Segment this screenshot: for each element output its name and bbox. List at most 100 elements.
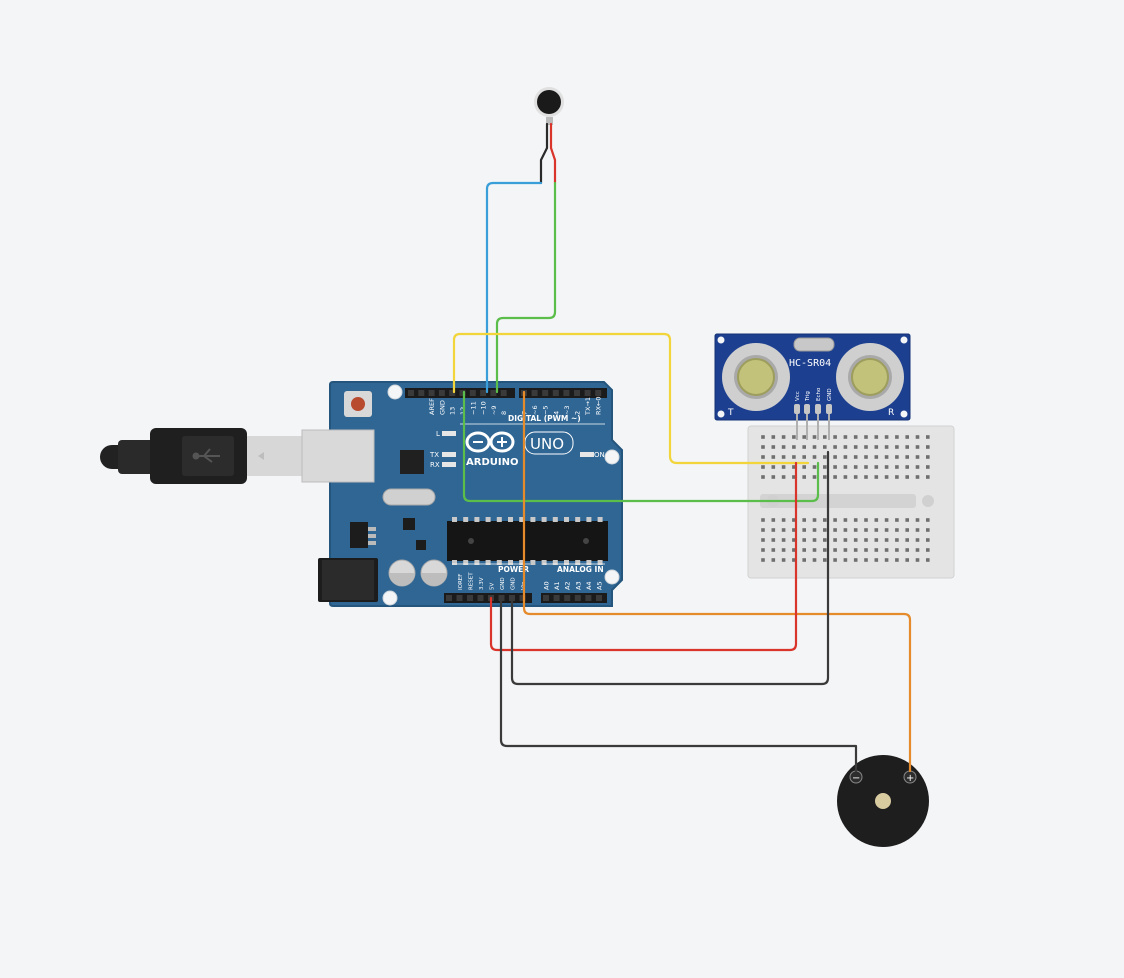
wire-green-motor-pin9[interactable]: [495, 181, 557, 394]
breadboard-hole[interactable]: [761, 558, 765, 562]
breadboard-hole[interactable]: [843, 435, 848, 439]
breadboard-hole[interactable]: [895, 455, 899, 459]
breadboard-hole[interactable]: [781, 528, 786, 532]
header-pin-hole[interactable]: [595, 390, 602, 396]
breadboard-hole[interactable]: [761, 518, 765, 522]
breadboard-hole[interactable]: [864, 528, 868, 532]
breadboard-hole[interactable]: [833, 445, 837, 449]
breadboard-hole[interactable]: [812, 548, 817, 552]
breadboard-hole[interactable]: [792, 548, 796, 552]
breadboard-hole[interactable]: [853, 528, 858, 532]
breadboard-hole[interactable]: [895, 548, 899, 552]
breadboard-hole[interactable]: [771, 538, 776, 542]
breadboard-hole[interactable]: [915, 518, 920, 522]
breadboard-hole[interactable]: [812, 538, 817, 542]
breadboard-hole[interactable]: [915, 445, 920, 449]
breadboard-hole[interactable]: [884, 435, 889, 439]
breadboard-hole[interactable]: [833, 538, 837, 542]
breadboard-hole[interactable]: [812, 435, 817, 439]
breadboard-hole[interactable]: [802, 528, 806, 532]
header-pin-hole[interactable]: [490, 390, 497, 396]
breadboard-hole[interactable]: [833, 455, 837, 459]
breadboard-hole[interactable]: [853, 558, 858, 562]
breadboard-hole[interactable]: [874, 455, 879, 459]
breadboard-hole[interactable]: [823, 455, 827, 459]
breadboard-hole[interactable]: [792, 445, 796, 449]
breadboard-hole[interactable]: [843, 518, 848, 522]
header-pin-hole[interactable]: [467, 595, 473, 601]
breadboard-hole[interactable]: [926, 465, 930, 469]
breadboard-hole[interactable]: [771, 455, 776, 459]
breadboard-hole[interactable]: [884, 528, 889, 532]
breadboard-hole[interactable]: [833, 435, 837, 439]
breadboard-hole[interactable]: [864, 518, 868, 522]
breadboard-hole[interactable]: [926, 455, 930, 459]
breadboard-hole[interactable]: [843, 455, 848, 459]
breadboard-hole[interactable]: [874, 435, 879, 439]
breadboard-hole[interactable]: [802, 445, 806, 449]
breadboard-hole[interactable]: [761, 475, 765, 479]
header-pin-hole[interactable]: [596, 595, 602, 601]
wire-green-pin12-echo[interactable]: [462, 390, 820, 503]
breadboard-hole[interactable]: [874, 528, 879, 532]
breadboard-hole[interactable]: [812, 558, 817, 562]
breadboard-hole[interactable]: [864, 558, 868, 562]
breadboard-hole[interactable]: [884, 455, 889, 459]
usb-cable[interactable]: [100, 428, 303, 484]
breadboard-hole[interactable]: [833, 475, 837, 479]
reset-button-cap[interactable]: [351, 397, 365, 411]
breadboard-hole[interactable]: [833, 465, 837, 469]
breadboard-hole[interactable]: [926, 558, 930, 562]
breadboard-hole[interactable]: [864, 455, 868, 459]
piezo-buzzer[interactable]: − +: [837, 755, 929, 847]
breadboard-hole[interactable]: [781, 558, 786, 562]
breadboard-hole[interactable]: [874, 538, 879, 542]
breadboard-hole[interactable]: [926, 528, 930, 532]
header-pin-hole[interactable]: [428, 390, 435, 396]
breadboard-hole[interactable]: [884, 538, 889, 542]
header-pin-hole[interactable]: [552, 390, 559, 396]
breadboard-hole[interactable]: [833, 528, 837, 532]
breadboard-hole[interactable]: [802, 548, 806, 552]
breadboard-hole[interactable]: [884, 465, 889, 469]
breadboard-hole[interactable]: [812, 445, 817, 449]
breadboard-hole[interactable]: [823, 528, 827, 532]
breadboard-hole[interactable]: [915, 558, 920, 562]
breadboard-hole[interactable]: [864, 475, 868, 479]
header-pin-hole[interactable]: [553, 595, 560, 601]
breadboard-hole[interactable]: [843, 538, 848, 542]
breadboard-hole[interactable]: [853, 435, 858, 439]
breadboard-hole[interactable]: [781, 455, 786, 459]
breadboard-hole[interactable]: [874, 445, 879, 449]
breadboard-hole[interactable]: [915, 435, 920, 439]
header-pin-hole[interactable]: [584, 390, 591, 396]
breadboard-hole[interactable]: [812, 475, 817, 479]
breadboard-hole[interactable]: [823, 558, 827, 562]
breadboard-hole[interactable]: [771, 465, 776, 469]
breadboard-hole[interactable]: [853, 548, 858, 552]
breadboard-hole[interactable]: [823, 465, 827, 469]
breadboard-hole[interactable]: [843, 445, 848, 449]
breadboard-hole[interactable]: [843, 548, 848, 552]
breadboard-hole[interactable]: [823, 435, 827, 439]
header-pin-hole[interactable]: [585, 595, 592, 601]
breadboard-hole[interactable]: [864, 465, 868, 469]
breadboard-hole[interactable]: [802, 558, 806, 562]
breadboard-hole[interactable]: [771, 528, 776, 532]
breadboard-hole[interactable]: [761, 548, 765, 552]
header-pin-hole[interactable]: [446, 595, 452, 601]
breadboard-hole[interactable]: [781, 435, 786, 439]
breadboard-hole[interactable]: [781, 465, 786, 469]
breadboard-hole[interactable]: [905, 518, 909, 522]
breadboard-hole[interactable]: [905, 465, 909, 469]
header-pin-hole[interactable]: [574, 595, 581, 601]
breadboard-hole[interactable]: [884, 558, 889, 562]
breadboard-hole[interactable]: [853, 475, 858, 479]
breadboard-hole[interactable]: [843, 558, 848, 562]
header-pin-hole[interactable]: [438, 390, 445, 396]
breadboard-hole[interactable]: [874, 518, 879, 522]
header-pin-hole[interactable]: [531, 390, 538, 396]
breadboard-hole[interactable]: [771, 435, 776, 439]
header-pin-hole[interactable]: [574, 390, 580, 396]
